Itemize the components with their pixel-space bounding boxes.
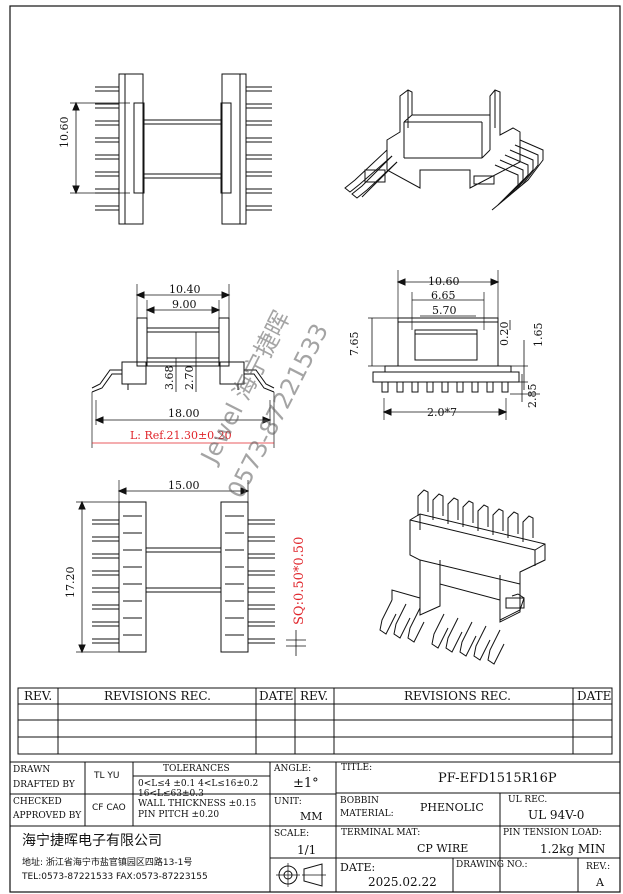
date-label: DATE:	[340, 861, 376, 874]
angle-value: ±1°	[293, 776, 319, 791]
dim-bottom-width: 15.00	[168, 479, 200, 492]
dim-side-right: 1.65	[532, 322, 545, 348]
dim-lead-length: L: Ref.21.30±0.20	[130, 429, 232, 442]
terminal-mat-value: CP WIRE	[417, 842, 469, 855]
dim-front-h1: 3.68	[163, 365, 176, 391]
rev-label: REV.:	[586, 862, 611, 872]
pin-tension-label: PIN TENSION LOAD:	[503, 828, 602, 838]
title-value: PF-EFD1515R16P	[438, 771, 557, 786]
dim-front-width: 18.00	[168, 407, 200, 420]
revisions-rec-header-1: REVISIONS REC.	[104, 689, 211, 703]
front-view	[91, 284, 275, 448]
tolerance-line-3: WALL THICKNESS ±0.15	[138, 799, 257, 809]
ul-rec-label: UL REC.	[508, 795, 548, 805]
tolerance-line-1: 0<L≤4 ±0.1 4<L≤16±0.2	[138, 779, 259, 789]
drawn-label: DRAWN	[13, 765, 51, 775]
dim-front-h2: 2.70	[183, 365, 196, 391]
title-label: TITLE:	[341, 763, 373, 773]
rev-header-1: REV.	[24, 689, 53, 703]
unit-value: MM	[300, 810, 323, 823]
company-contact: TEL:0573-87221533 FAX:0573-87223155	[22, 872, 208, 882]
material-label: MATERIAL:	[340, 809, 394, 819]
dim-side-height: 7.65	[348, 331, 361, 357]
side-view	[368, 270, 540, 420]
bottom-view	[76, 480, 306, 656]
sheet-border	[9, 5, 621, 893]
angle-label: ANGLE:	[274, 764, 312, 774]
checked-label: CHECKED	[13, 797, 62, 807]
pin-tension-value: 1.2kg MIN	[540, 842, 606, 856]
revisions-table	[17, 687, 613, 755]
iso-view-top	[344, 89, 544, 211]
dim-side-pin: 2.85	[526, 383, 539, 409]
date-header-2: DATE	[577, 689, 612, 703]
ul-rec-value: UL 94V-0	[528, 808, 585, 822]
company-name: 海宁捷晖电子有限公司	[22, 833, 162, 849]
dim-front-outer: 10.40	[169, 283, 201, 296]
tolerances-label: TOLERANCES	[163, 764, 230, 774]
date-value: 2025.02.22	[368, 875, 437, 889]
company-address: 地址: 浙江省海宁市盐官镇园区四路13-1号	[22, 858, 193, 868]
scale-value: 1/1	[297, 843, 317, 857]
drafter-name: TL YU	[94, 771, 120, 781]
tolerance-line-4: PIN PITCH ±0.20	[138, 810, 220, 820]
date-header-1: DATE	[259, 689, 294, 703]
rev-value: A	[596, 876, 604, 889]
drawing-no-label: DRAWING NO.:	[456, 860, 528, 870]
top-view	[70, 73, 272, 225]
dim-sq-pin: SQ:0.50*0.50	[292, 536, 307, 625]
iso-view-bottom	[379, 489, 546, 665]
projection-symbol-icon	[276, 863, 326, 887]
dim-top-height: 10.60	[58, 116, 71, 149]
dim-bottom-height: 17.20	[64, 566, 77, 599]
dim-side-mid: 6.65	[431, 289, 456, 302]
dim-front-inner: 9.00	[172, 298, 197, 311]
dim-pitch: 2.0*7	[427, 406, 457, 419]
checker-name: CF CAO	[92, 803, 126, 813]
rev-header-2: REV.	[300, 689, 329, 703]
dim-side-small: 0.20	[498, 321, 511, 347]
bobbin-material-value: PHENOLIC	[420, 801, 484, 814]
tolerance-line-2: 16<L≤63±0.3	[138, 789, 204, 799]
unit-label: UNIT:	[274, 797, 302, 807]
bobbin-label: BOBBIN	[340, 796, 379, 806]
approved-by-label: APPROVED BY	[13, 811, 82, 821]
terminal-mat-label: TERMINAL MAT:	[341, 828, 421, 838]
revisions-rec-header-2: REVISIONS REC.	[404, 689, 511, 703]
scale-label: SCALE:	[274, 829, 310, 839]
drafted-by-label: DRAFTED BY	[13, 780, 75, 790]
dim-side-outer: 10.60	[428, 275, 460, 288]
dim-side-inner: 5.70	[432, 304, 457, 317]
title-block	[10, 761, 620, 892]
